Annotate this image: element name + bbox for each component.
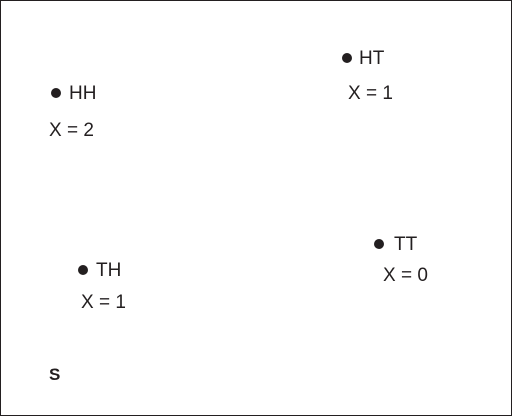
outcome-point-tt <box>374 239 384 249</box>
sample-space-label: S <box>49 365 61 384</box>
outcome-value-hh: X = 2 <box>49 120 94 141</box>
outcome-point-ht <box>342 53 352 63</box>
outcome-value-th: X = 1 <box>81 292 126 313</box>
outcome-value-ht: X = 1 <box>348 83 393 104</box>
outcome-label-ht: HT <box>359 48 385 69</box>
outcome-value-tt: X = 0 <box>383 265 428 286</box>
outcome-label-tt: TT <box>394 234 418 255</box>
outcome-point-th <box>78 265 88 275</box>
outcome-point-hh <box>51 88 61 98</box>
outcome-label-hh: HH <box>69 83 97 104</box>
outcome-label-th: TH <box>96 260 122 281</box>
